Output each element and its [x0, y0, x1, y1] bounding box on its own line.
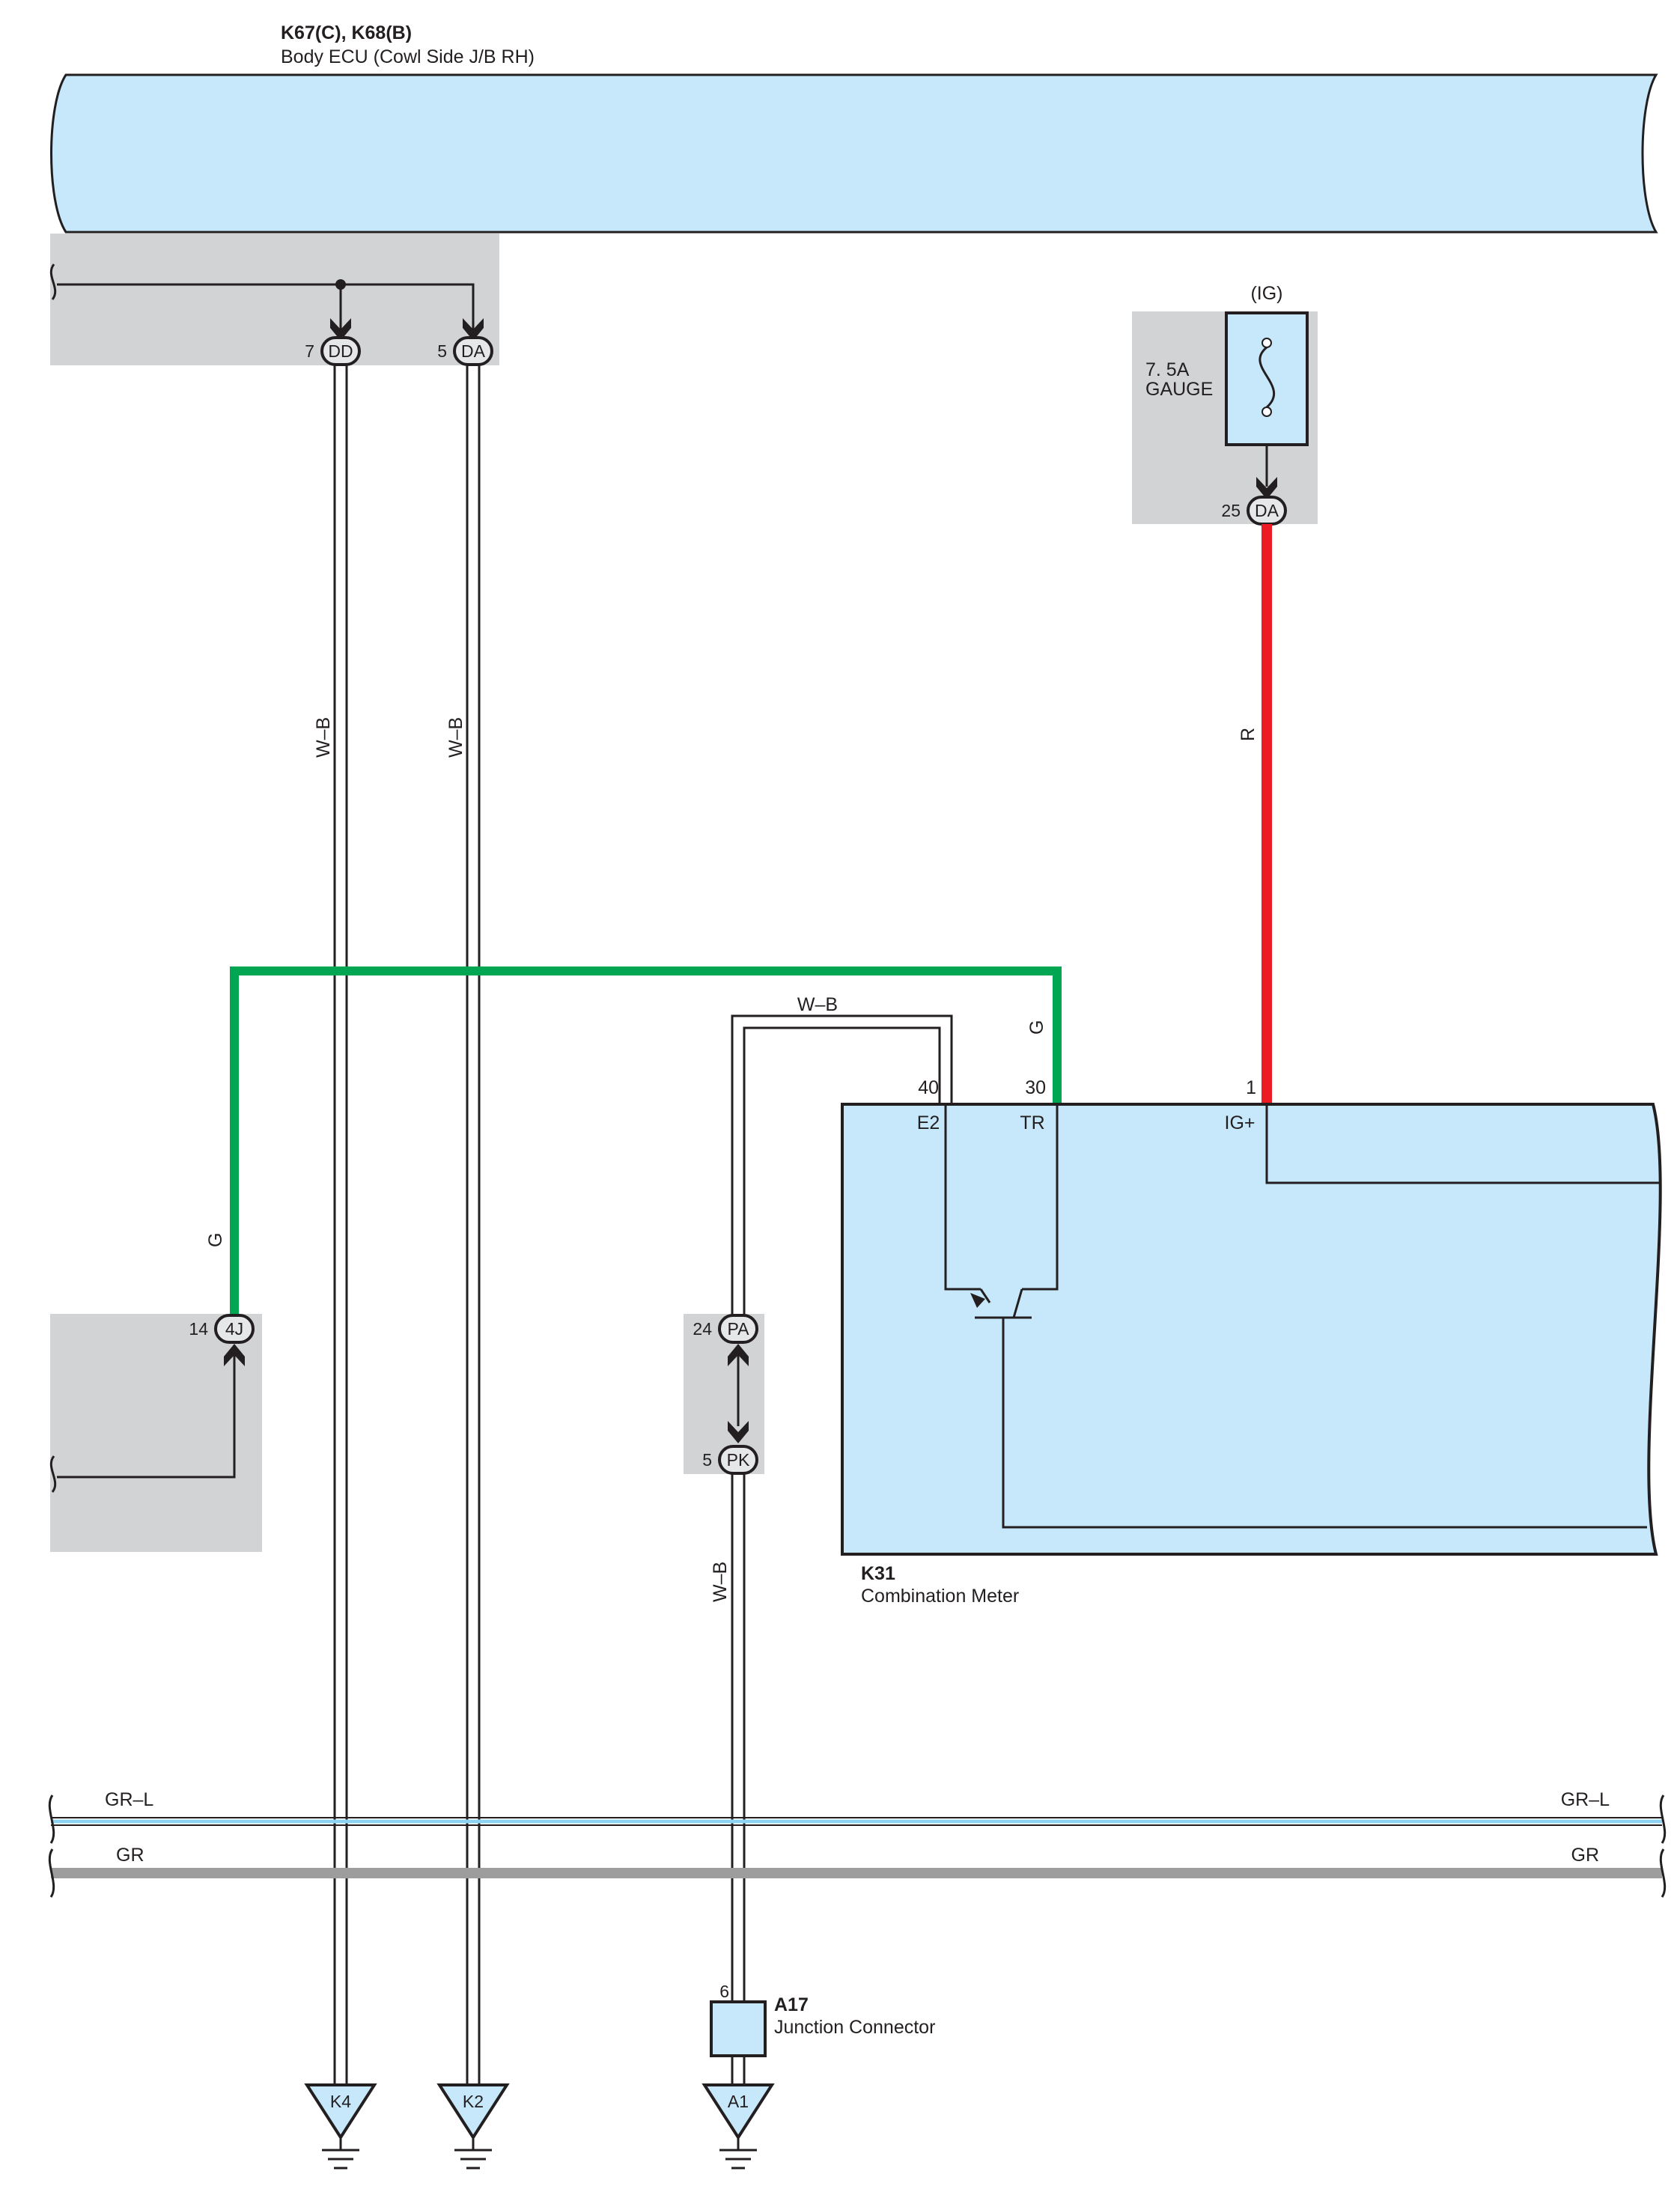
fuse-rating: 7. 5A [1145, 359, 1190, 380]
connector-pk-pin: 5 [702, 1450, 712, 1470]
meter-pin-30: 30 [1025, 1077, 1046, 1098]
wb-wire-k4 [333, 365, 348, 2085]
wb-wire-e2 [731, 1014, 953, 1315]
body-ecu-code: K67(C), K68(B) [281, 22, 412, 43]
fuse-terminal-bottom [1261, 407, 1272, 417]
connector-pk-id: PK [727, 1450, 750, 1470]
left-internal-wire [57, 1355, 236, 1479]
fuse-terminal-top [1261, 338, 1272, 348]
meter-terminal-e2: E2 [917, 1112, 940, 1133]
connector-pk [718, 1445, 758, 1475]
fuse-ig-label: (IG) [1250, 283, 1282, 304]
connector-4j-pin: 14 [189, 1319, 208, 1339]
fuse-element [1259, 346, 1276, 409]
connector-dd-id: DD [328, 341, 353, 361]
connector-da-ecu-id: DA [461, 341, 486, 361]
wire-color-r: R [1238, 728, 1259, 741]
junction-pin: 6 [719, 1982, 729, 2001]
connector-4j-id: 4J [225, 1319, 243, 1339]
wire-color-wb-top: W–B [797, 994, 838, 1015]
body-ecu-name: Body ECU (Cowl Side J/B RH) [281, 46, 535, 67]
body-ecu-box [50, 73, 1658, 234]
meter-pin-40: 40 [918, 1077, 939, 1098]
arrow-da-left [463, 318, 484, 341]
connector-da-fuse-id: DA [1255, 501, 1279, 520]
left-break-mark [49, 1455, 57, 1493]
ground-a1 [701, 2083, 775, 2170]
wire-color-g-left: G [205, 1233, 226, 1247]
junction-code: A17 [774, 1994, 809, 2015]
ground-k2 [436, 2083, 510, 2170]
splice-dot [335, 279, 346, 290]
bus-gr-label-right: GR [1571, 1845, 1600, 1866]
junction-connector-box [710, 2000, 767, 2057]
meter-terminal-tr: TR [1020, 1112, 1044, 1133]
transistor-emitter-arrow [970, 1293, 985, 1308]
bus-gr-l-label-left: GR–L [105, 1789, 153, 1810]
junction-name: Junction Connector [774, 2017, 935, 2038]
wire-color-wb-bottom: W–B [710, 1562, 731, 1602]
connector-da-ecu-pin: 5 [437, 341, 447, 361]
connector-pa [718, 1314, 758, 1344]
meter-internal-circuit [944, 1104, 1661, 1529]
connector-4j [214, 1314, 255, 1344]
ground-k4 [304, 2083, 377, 2170]
meter-pin-1: 1 [1246, 1077, 1256, 1098]
combination-meter-box [841, 1103, 1662, 1556]
connector-pa-id: PA [728, 1319, 750, 1339]
bus-gr [48, 1848, 1667, 1898]
ground-a1-label: A1 [728, 2092, 749, 2111]
wire-color-g-main: G [1026, 1020, 1047, 1035]
arrow-dd [330, 318, 351, 341]
connector-da-fuse-pin: 25 [1221, 501, 1241, 520]
bus-gr-l-label-right: GR–L [1561, 1789, 1610, 1810]
arrow-fuse-da [1256, 477, 1277, 499]
ground-k4-label: K4 [330, 2092, 351, 2111]
wb-wire-a1 [731, 1473, 746, 2000]
ecu-internal-wiring [49, 264, 475, 329]
bus-gr-l [48, 1794, 1667, 1844]
bus-gr-label-left: GR [116, 1845, 144, 1866]
wb-wire-k2 [466, 365, 481, 2085]
fuse-box [1225, 311, 1309, 446]
green-wire-g [230, 966, 1062, 1315]
meter-terminal-ig: IG+ [1225, 1112, 1256, 1133]
ecu-connector-area [50, 234, 499, 365]
arrow-pk [728, 1421, 749, 1443]
fuse-name: GAUGE [1145, 379, 1213, 400]
wire-color-wb-2: W–B [445, 717, 466, 758]
connector-dd-pin: 7 [305, 341, 314, 361]
ground-k2-label: K2 [463, 2092, 484, 2111]
connector-dd [320, 336, 361, 366]
connector-da-ecu [453, 336, 493, 366]
connector-pa-pin: 24 [693, 1319, 712, 1339]
meter-code: K31 [861, 1563, 895, 1584]
meter-name: Combination Meter [861, 1586, 1019, 1607]
wb-wire-a1-lower [731, 2056, 746, 2085]
wire-color-wb-1: W–B [313, 717, 334, 758]
